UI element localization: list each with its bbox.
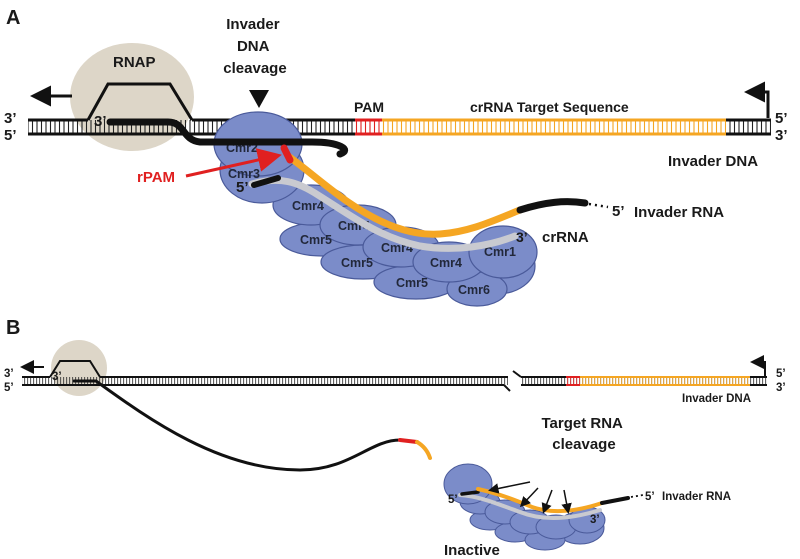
crrna-5prime: 5’ [236,179,249,196]
cmr4-label-1: Cmr4 [292,199,324,213]
invader-rna-tail [516,198,589,214]
b-invader-rna-5prime: 5’ [645,491,655,503]
pam-label: PAM [354,99,384,115]
rpam-arrow [185,148,282,178]
b-crrna-3prime: 3’ [590,514,600,526]
invader-dna-label: Invader DNA [668,153,758,170]
cmr4-label-4: Cmr4 [430,256,462,270]
cmr6-label: Cmr6 [458,283,490,297]
crrna-strand [248,176,519,252]
invader-rna-label: Invader RNA [634,204,724,221]
promoter-arrow-small [750,355,766,376]
cmr3-label: Cmr3 [228,167,260,181]
crrna-label: crRNA [542,229,589,246]
inactive-cmr-complex [443,463,606,551]
b-crrna-5prime: 5’ [448,494,458,506]
rpam-label: rPAM [137,169,175,186]
panel-a: A RNAP [4,7,788,307]
cmr5-label-3: Cmr5 [396,276,428,290]
rpam-segment [280,144,294,164]
nascent-rna-strand [106,118,349,158]
b-dna-5prime-left: 5’ [4,382,14,394]
cleavage-arrows [488,481,572,514]
rnap-bubble-small [51,340,107,396]
target-rna-cleavage-label: Target RNA cleavage [541,415,626,453]
panel-b-letter: B [6,317,20,339]
b-dna-5prime-right: 5’ [776,368,786,380]
b-dna-3prime-left: 3’ [4,368,14,380]
panel-b: B 3’ 5’ 3’ 5’ 3’ Invader DNA [4,317,786,559]
invader-rna-5prime: 5’ [612,203,625,220]
b-invader-rna-label: Invader RNA [662,491,731,503]
b-dna-3prime-right: 3’ [776,382,786,394]
b-rna-3prime-rnap: 3’ [52,371,62,383]
dna-3prime-left: 3’ [4,110,17,127]
released-rna-strand [72,379,402,472]
dna-5prime-left: 5’ [4,127,17,144]
invader-dna-cleavage-label: Invader DNA cleavage [223,16,286,77]
panel-a-letter: A [6,7,20,29]
promoter-arrow [744,81,770,118]
cmr1-label: Cmr1 [484,245,516,259]
invader-rna-paired [284,152,524,238]
cleavage-triangle-icon [249,90,269,108]
dna-5prime-right: 5’ [775,110,788,127]
crrna-3prime: 3’ [516,229,528,245]
b-invader-dna-label: Invader DNA [682,393,751,405]
rna-3prime-rnap: 3’ [94,113,107,130]
cmr5-label-1: Cmr5 [300,233,332,247]
inactive-label: Inactive [444,542,500,559]
cmr5-label-2: Cmr5 [341,256,373,270]
dna-3prime-right: 3’ [775,127,788,144]
target-sequence-label: crRNA Target Sequence [470,99,629,115]
rnap-label: RNAP [113,54,156,71]
